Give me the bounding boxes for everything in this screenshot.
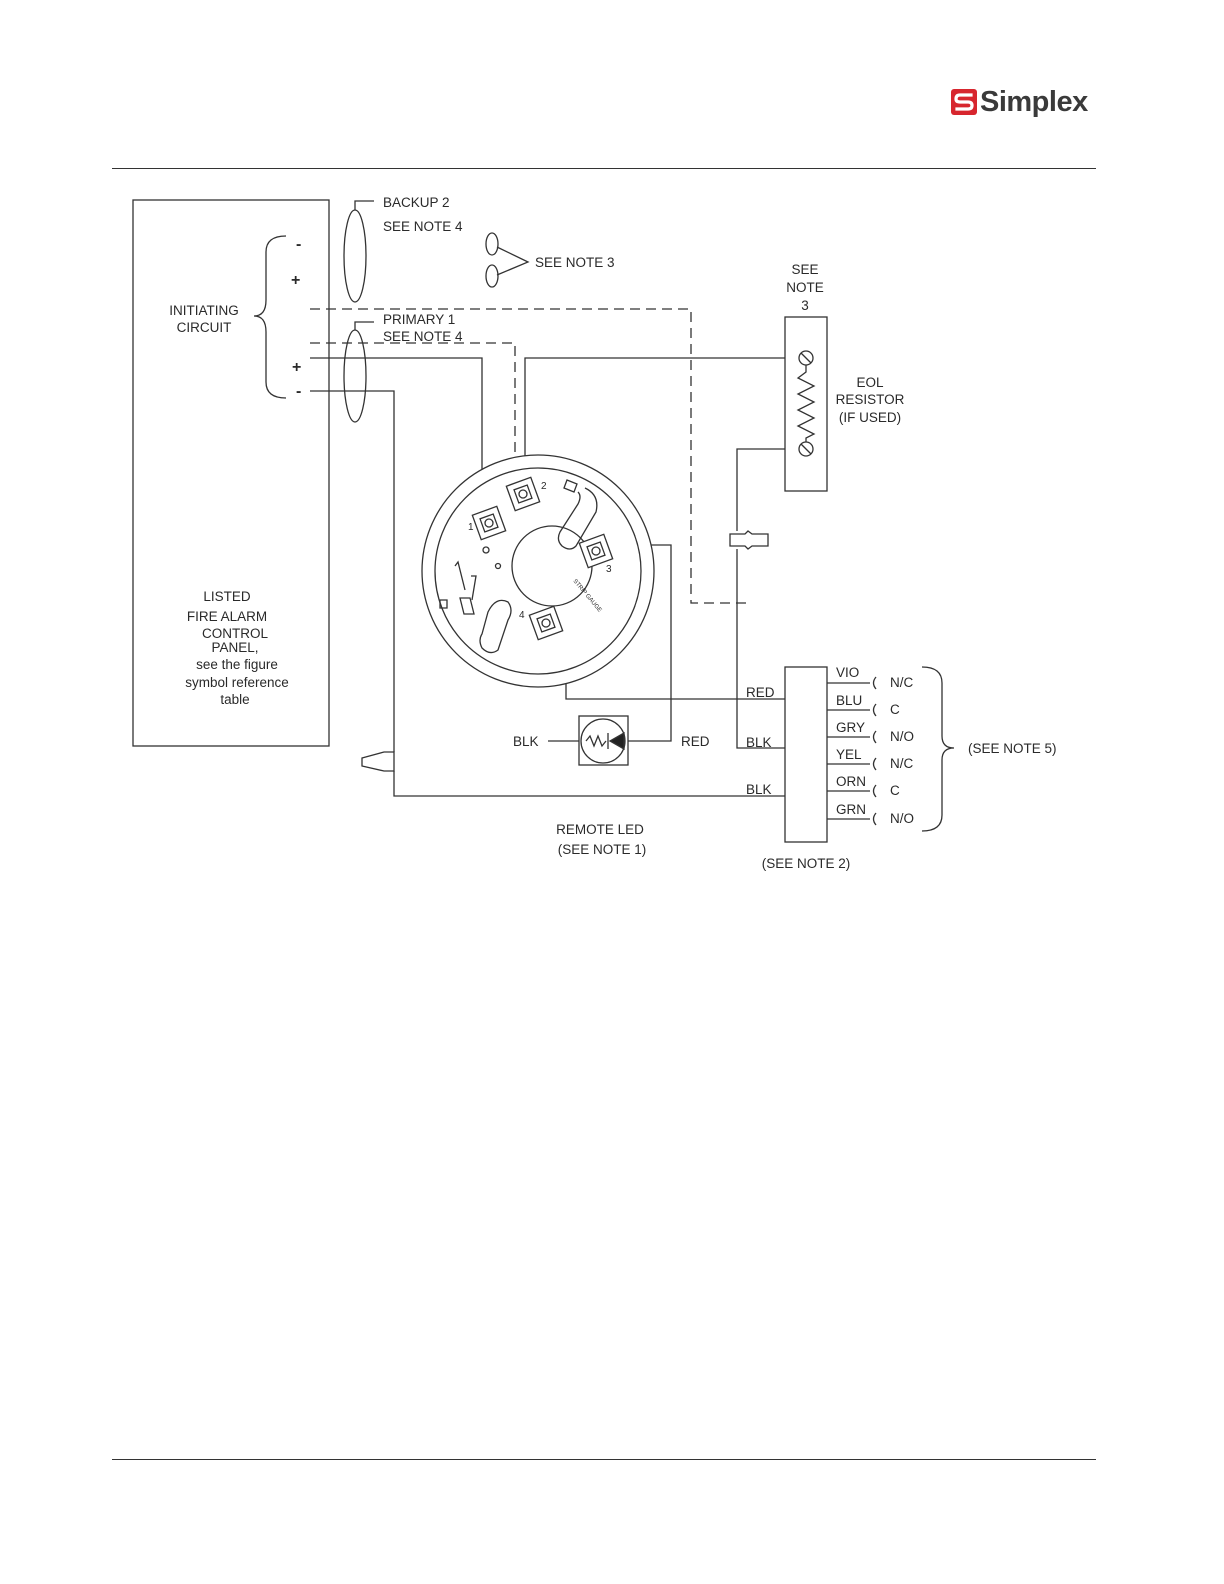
detector-base: 1 2 3 4 STRIP GAUGE: [421, 454, 655, 688]
relay-output-contact: N/O: [890, 729, 914, 744]
panel-label-line-2: FIRE ALARM: [187, 609, 267, 624]
relay-output-contact: C: [890, 702, 900, 717]
primary-ferrite: [343, 329, 367, 423]
relay-output-contact: C: [890, 783, 900, 798]
relay-outputs: VIO N/C BLU C GRY N/O YEL N/C ORN: [827, 665, 914, 826]
relay-module: [784, 666, 828, 843]
eol-note-line-1: SEE: [791, 262, 818, 277]
relay-output: VIO N/C: [827, 665, 914, 690]
remote-led-label-line-2: (SEE NOTE 1): [558, 842, 647, 857]
relay-input-wire-1: RED: [746, 685, 775, 700]
eol-resistor: [784, 316, 828, 492]
relay-output-wire: GRY: [836, 720, 865, 735]
remote-led-left-wire: BLK: [513, 734, 539, 749]
relay-output-wire: GRN: [836, 802, 866, 817]
panel-label-line-1: LISTED: [203, 589, 251, 604]
see-note-3-top: SEE NOTE 3: [535, 255, 615, 270]
wire-connector-eol: [729, 530, 769, 550]
relay-output-wire: VIO: [836, 665, 859, 680]
primary-wiring: [310, 357, 808, 797]
twisted-pair-symbol: [485, 232, 530, 288]
base-terminal-1: [471, 505, 507, 541]
relay-output-contact: N/C: [890, 756, 914, 771]
eol-label-line-3: (IF USED): [839, 410, 901, 425]
relay-output-wire: YEL: [836, 747, 862, 762]
panel-label-line-6: symbol reference: [185, 675, 289, 690]
base-terminal-label-1: 1: [468, 522, 474, 533]
remote-led-right-wire: RED: [681, 734, 710, 749]
brand-name: Simplex: [980, 85, 1088, 118]
primary-label-line-2: SEE NOTE 4: [383, 329, 463, 344]
panel-label-line-3: CONTROL: [202, 626, 268, 641]
wire-connector-panel: [361, 751, 395, 772]
eol-label-line-1: EOL: [856, 375, 884, 390]
backup-label-line-2: SEE NOTE 4: [383, 219, 463, 234]
backup-wiring: [310, 308, 748, 604]
panel-label-line-7: table: [220, 692, 249, 707]
control-panel: LISTED FIRE ALARM CONTROL PANEL, see the…: [132, 199, 330, 747]
backup-ferrite: [343, 209, 367, 303]
contacts-brace: [921, 666, 955, 832]
panel-label-line-4: PANEL,: [211, 640, 258, 655]
terminal-backup-minus: -: [296, 236, 301, 253]
eol-note-line-3: 3: [801, 298, 809, 313]
remote-led-label-line-1: REMOTE LED: [556, 822, 644, 837]
base-terminal-4: [528, 605, 564, 641]
circuit-label-line-2: CIRCUIT: [177, 320, 232, 335]
terminal-primary-minus: -: [296, 383, 301, 400]
relay-output-wire: BLU: [836, 693, 862, 708]
relay-output: YEL N/C: [827, 747, 914, 771]
relay-output: GRY N/O: [827, 720, 914, 744]
base-terminal-3: [578, 533, 614, 569]
relay-output-contact: N/O: [890, 811, 914, 826]
relay-output: ORN C: [827, 774, 900, 798]
relay-output: GRN N/O: [827, 802, 914, 826]
eol-label-line-2: RESISTOR: [836, 392, 905, 407]
contacts-note: (SEE NOTE 5): [968, 741, 1057, 756]
relay-input-wire-3: BLK: [746, 782, 772, 797]
backup-label-line-1: BACKUP 2: [383, 195, 450, 210]
primary-label-line-1: PRIMARY 1: [383, 312, 455, 327]
eol-note-line-2: NOTE: [786, 280, 824, 295]
circuit-brace: [253, 235, 287, 399]
circuit-label-line-1: INITIATING: [169, 303, 239, 318]
led-diode-icon: [608, 731, 625, 751]
relay-output: BLU C: [827, 693, 900, 717]
terminal-backup-plus: +: [291, 272, 300, 289]
base-terminal-label-3: 3: [606, 564, 612, 575]
relay-output-wire: ORN: [836, 774, 866, 789]
base-terminal-label-4: 4: [519, 610, 525, 621]
panel-label-line-5: see the figure: [196, 657, 278, 672]
simplex-s-icon: [951, 89, 977, 115]
terminal-primary-plus: +: [292, 359, 301, 376]
base-terminal-label-2: 2: [541, 481, 547, 492]
header-rule: [112, 168, 1096, 169]
base-terminal-2: [505, 476, 541, 512]
relay-note-label: (SEE NOTE 2): [762, 856, 851, 871]
relay-output-contact: N/C: [890, 675, 914, 690]
footer-rule: [112, 1459, 1096, 1460]
relay-input-wire-2: BLK: [746, 735, 772, 750]
remote-led: [578, 715, 629, 766]
simplex-logo: Simplex: [951, 84, 1101, 120]
